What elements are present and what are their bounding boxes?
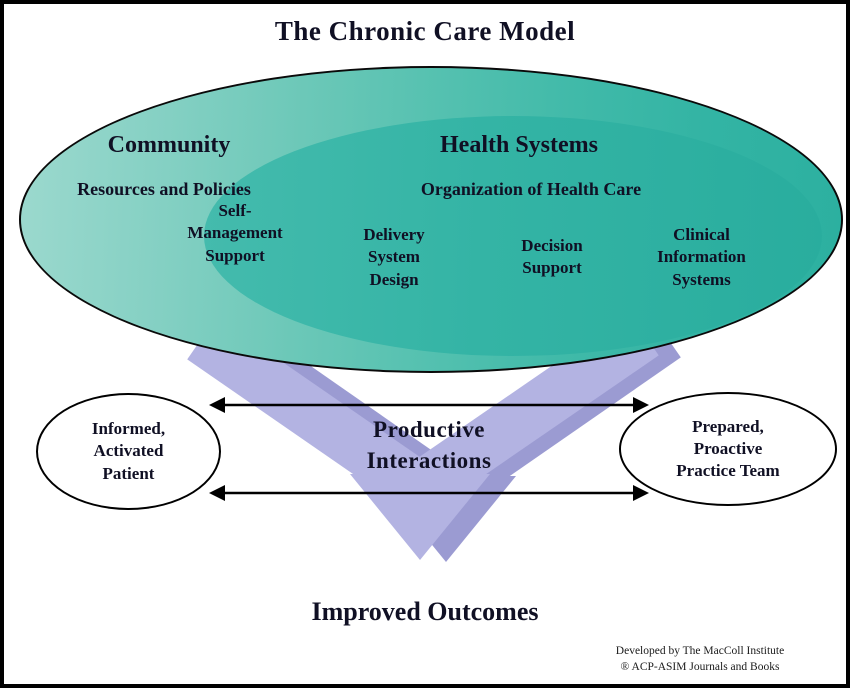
credits-line-2: ® ACP-ASIM Journals and Books (620, 660, 780, 673)
interaction-arrow-top (209, 397, 649, 413)
outcomes-arrow (187, 312, 659, 560)
credits-line-1: Developed by The MacColl Institute (615, 645, 785, 657)
health-systems-subheading: Organization of Health Care (420, 179, 642, 199)
improved-outcomes-label: Improved Outcomes (311, 597, 539, 626)
interaction-arrow-bottom (209, 485, 649, 501)
practice-team-label: Prepared, Proactive Practice Team (676, 416, 780, 481)
community-heading: Community (107, 132, 231, 158)
informed-patient-oval: Informed, Activated Patient (36, 393, 221, 510)
element-delivery-system-design: Delivery System Design (363, 225, 425, 289)
inner-ellipse (204, 116, 822, 356)
element-decision-support: Decision Support (521, 236, 583, 278)
credits: Developed by The MacColl Institute ® ACP… (570, 644, 830, 675)
diagram-title: The Chronic Care Model (274, 16, 576, 46)
arrows-layer (187, 312, 681, 562)
health-systems-heading: Health Systems (440, 132, 598, 158)
element-clinical-information-systems: Clinical Information Systems (657, 225, 746, 289)
element-self-management-support: Self- Management Support (187, 201, 283, 265)
productive-interactions-label: Productive Interactions (366, 417, 492, 474)
practice-team-oval: Prepared, Proactive Practice Team (619, 392, 837, 506)
community-subheading: Resources and Policies (77, 179, 251, 199)
informed-patient-label: Informed, Activated Patient (91, 419, 166, 483)
